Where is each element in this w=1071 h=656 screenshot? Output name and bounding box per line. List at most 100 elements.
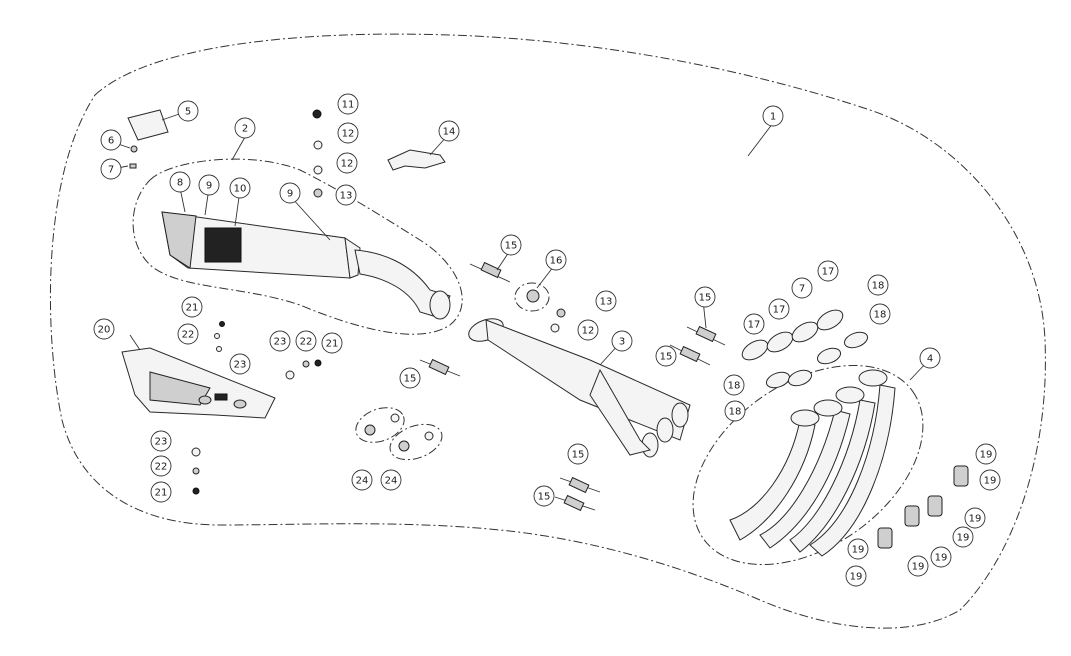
- callout-number: 21: [326, 339, 339, 350]
- callout-circle: [337, 122, 359, 144]
- callout-19: 19: [845, 565, 867, 587]
- callout-9: 9: [279, 182, 301, 204]
- callout-number: 23: [155, 437, 168, 448]
- callout-circle: [321, 332, 343, 354]
- callout-circle: [229, 353, 251, 375]
- part-silencer: [161, 211, 361, 279]
- callout-number: 17: [822, 267, 835, 278]
- callout-circle: [181, 296, 203, 318]
- callout-number: 24: [385, 476, 398, 487]
- callout-number: 10: [234, 184, 247, 195]
- callout-circle: [169, 171, 191, 193]
- callout-17: 17: [743, 313, 765, 335]
- callout-circle: [438, 120, 460, 142]
- callout-11: 11: [337, 93, 359, 115]
- part-fasteners: [191, 321, 434, 495]
- callout-circle: [198, 174, 220, 196]
- callout-23: 23: [269, 330, 291, 352]
- callout-circle: [867, 274, 889, 296]
- callout-number: 15: [572, 450, 585, 461]
- callout-22: 22: [295, 330, 317, 352]
- callout-1: 1: [762, 105, 784, 127]
- callout-circle: [150, 481, 172, 503]
- callout-number: 14: [443, 127, 456, 138]
- callout-number: 19: [957, 533, 970, 544]
- callout-number: 17: [773, 305, 786, 316]
- part-hanger-bracket: [387, 149, 446, 171]
- callout-circle: [952, 526, 974, 548]
- callout-number: 18: [874, 310, 887, 321]
- callout-number: 15: [660, 352, 673, 363]
- callout-17: 17: [817, 260, 839, 282]
- callout-number: 19: [980, 450, 993, 461]
- callout-number: 8: [177, 178, 183, 189]
- callout-number: 22: [182, 330, 195, 341]
- callout-number: 22: [300, 337, 313, 348]
- part-bolt-11: [312, 109, 322, 119]
- callout-15: 15: [694, 286, 716, 308]
- callout-number: 5: [185, 107, 191, 118]
- callout-number: 18: [872, 281, 885, 292]
- callout-circle: [295, 330, 317, 352]
- part-nut-13: [313, 188, 323, 198]
- callout-19: 19: [907, 555, 929, 577]
- callout-number: 19: [852, 545, 865, 556]
- callout-7: 7: [791, 277, 813, 299]
- callout-13: 13: [595, 290, 617, 312]
- callout-number: 15: [699, 293, 712, 304]
- kit-boundary: [49, 33, 1046, 629]
- callout-16: 16: [545, 249, 567, 271]
- callout-circle: [279, 182, 301, 204]
- callout-number: 18: [728, 381, 741, 392]
- part-flanges-19: [877, 465, 969, 549]
- callout-number: 9: [287, 189, 293, 200]
- callout-19: 19: [847, 538, 869, 560]
- callout-circle: [380, 469, 402, 491]
- callout-circle: [724, 400, 746, 422]
- callout-number: 1: [770, 112, 776, 123]
- callout-18: 18: [724, 400, 746, 422]
- callout-circle: [655, 345, 677, 367]
- callout-19: 19: [975, 443, 997, 465]
- callout-8: 8: [169, 171, 191, 193]
- part-mid-pipe: [468, 318, 691, 458]
- callout-number: 22: [155, 462, 168, 473]
- gasket-group-16: [514, 282, 550, 312]
- callout-22: 22: [150, 455, 172, 477]
- callout-19: 19: [964, 507, 986, 529]
- callout-circle: [595, 290, 617, 312]
- callout-23: 23: [150, 430, 172, 452]
- callout-circle: [869, 303, 891, 325]
- callout-circle: [337, 93, 359, 115]
- part-nut-13b: [556, 308, 566, 318]
- callout-circle: [100, 158, 122, 180]
- callout-number: 13: [340, 191, 353, 202]
- callout-circle: [100, 129, 122, 151]
- part-link-pipe: [354, 249, 451, 320]
- callout-circle: [791, 277, 813, 299]
- callout-circle: [177, 323, 199, 345]
- callout-12: 12: [577, 319, 599, 341]
- callout-number: 6: [108, 136, 114, 147]
- callout-19: 19: [930, 546, 952, 568]
- callout-14: 14: [438, 120, 460, 142]
- callout-number: 9: [206, 181, 212, 192]
- part-heat-shield-bracket: [127, 109, 169, 141]
- callout-number: 11: [342, 100, 355, 111]
- part-washer-12c: [550, 323, 560, 333]
- callout-number: 4: [927, 354, 933, 365]
- callout-number: 12: [342, 129, 355, 140]
- part-washer-12b: [313, 165, 323, 175]
- callout-18: 18: [723, 374, 745, 396]
- callout-number: 19: [969, 514, 982, 525]
- callout-circle: [234, 117, 256, 139]
- callout-10: 10: [229, 177, 251, 199]
- callout-circle: [817, 260, 839, 282]
- callout-circle: [919, 347, 941, 369]
- callout-circle: [611, 330, 633, 352]
- callout-number: 24: [356, 476, 369, 487]
- callout-circle: [533, 485, 555, 507]
- callout-number: 16: [550, 256, 563, 267]
- callout-2: 2: [234, 117, 256, 139]
